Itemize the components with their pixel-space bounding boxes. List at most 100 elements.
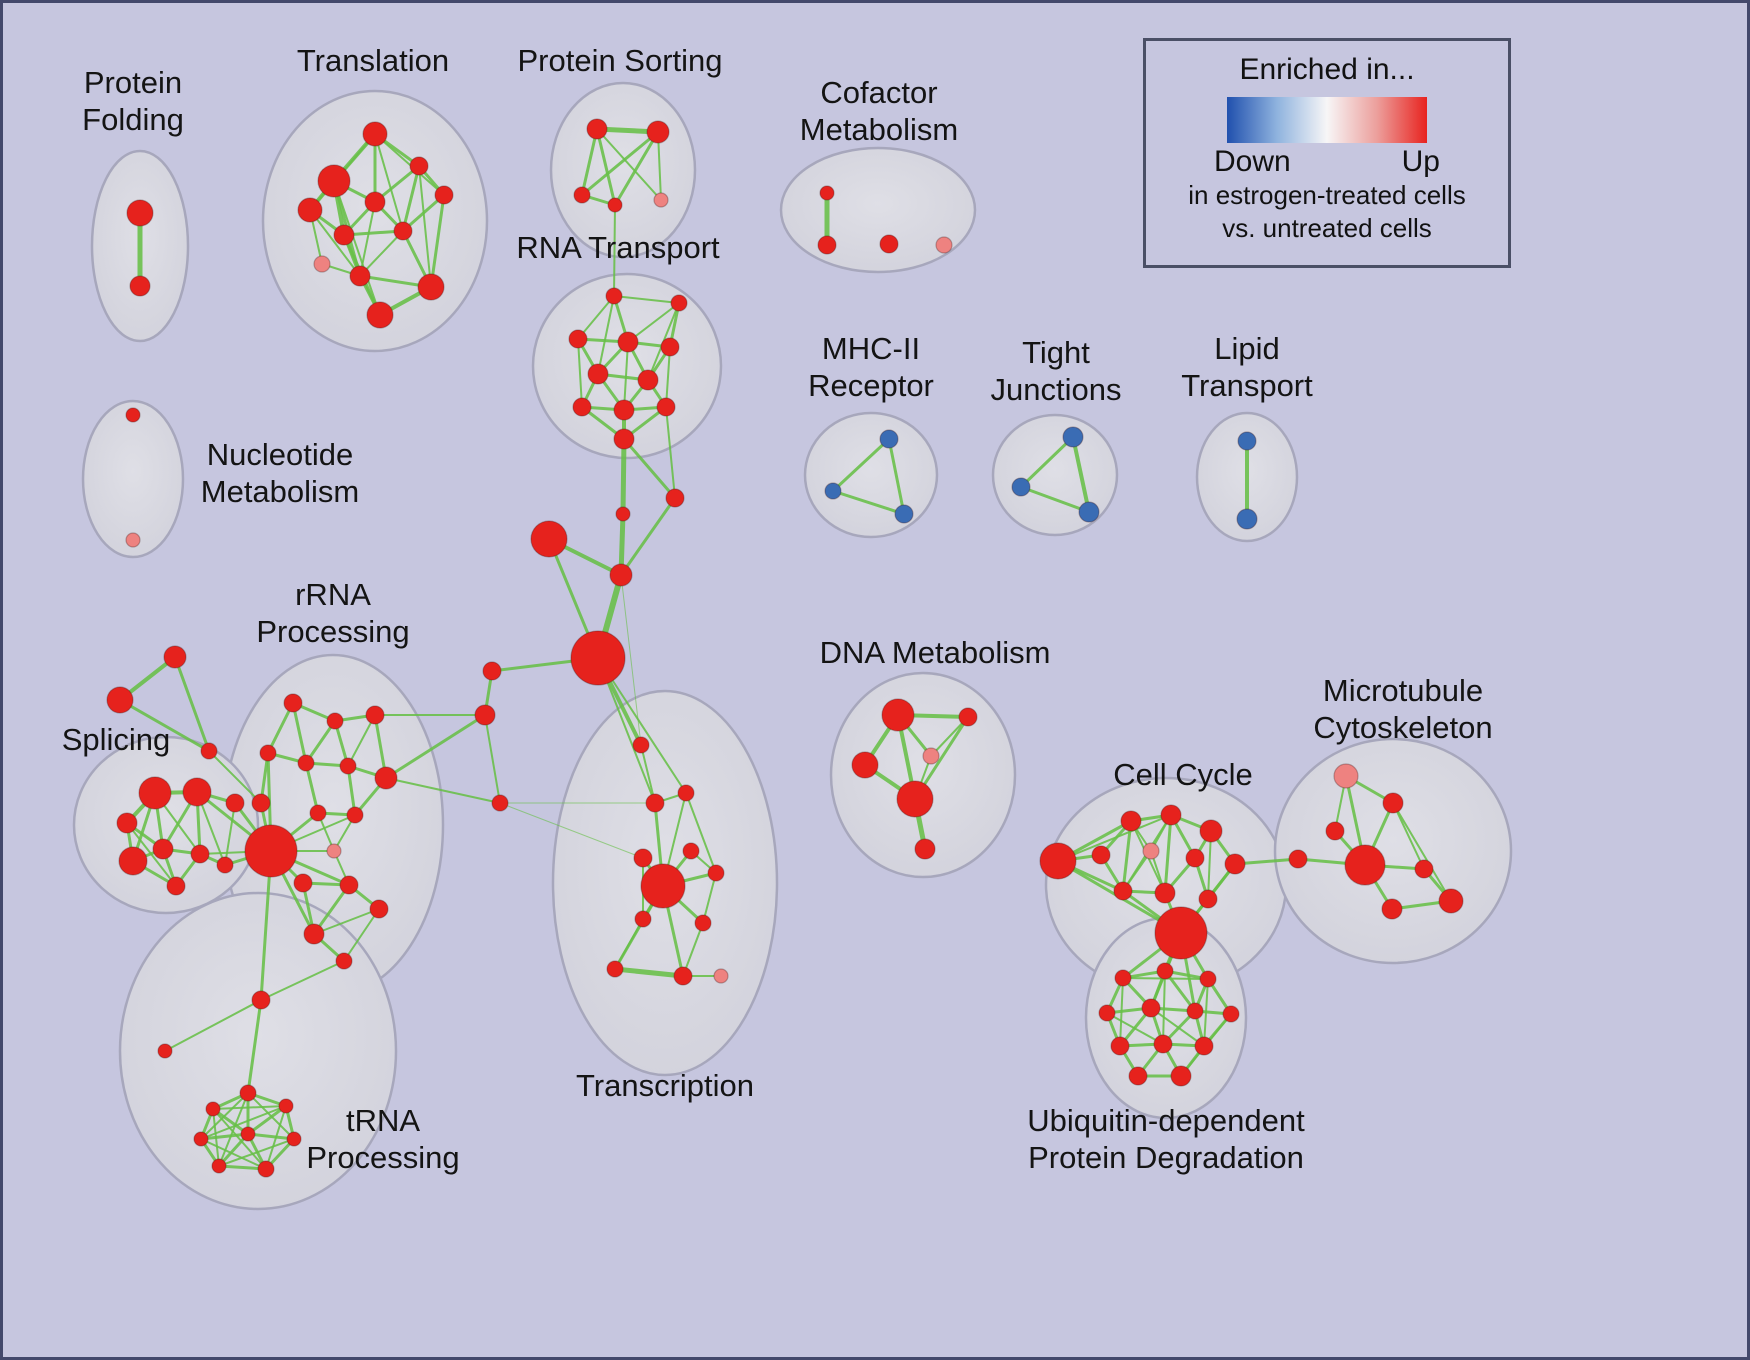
network-edge-rr18-tp3 [246, 998, 263, 1095]
cluster-ellipse-microtubule-cytoskeleton [1273, 737, 1513, 965]
network-node-tx2 [645, 793, 665, 813]
network-edge-tra-trc [173, 655, 211, 753]
network-edge-tn3-tn10 [309, 209, 361, 277]
network-node-cc1 [1039, 842, 1077, 880]
network-edge-rr2-rr5 [304, 719, 337, 765]
network-node-pf1 [126, 199, 154, 227]
network-node-ps1 [586, 118, 608, 140]
cluster-label-rna-transport: RNA Transport [516, 230, 720, 265]
network-node-rr16 [303, 923, 325, 945]
network-node-rr18 [251, 990, 271, 1010]
network-node-ub3 [1199, 970, 1217, 988]
cluster-ellipse-nucleotide-metabolism [81, 399, 185, 559]
network-edge-tp5-tp6 [200, 1105, 287, 1140]
network-node-tp10 [257, 1160, 275, 1178]
cluster-ellipse-mhc-ii-receptor [803, 411, 939, 539]
network-node-lt2 [1236, 508, 1258, 530]
network-edge-tp5-tp7 [246, 1104, 288, 1136]
network-edge-ps1-ps4 [595, 127, 617, 207]
cluster-label-dna-metabolism: DNA Metabolism [820, 635, 1051, 670]
network-edge-mc2-mc8 [1392, 802, 1452, 902]
cluster-label-nucleotide-metabolism: Metabolism [201, 474, 360, 509]
network-node-tx8 [634, 910, 652, 928]
network-node-tx7 [707, 864, 725, 882]
network-edge-rr6-rr11 [346, 764, 357, 817]
network-node-cc11 [1198, 889, 1218, 909]
network-edge-tx9-tx11 [682, 922, 704, 977]
network-node-trc [200, 742, 218, 760]
network-node-ub2 [1156, 962, 1174, 980]
network-edge-tp4-tp10 [212, 1108, 267, 1170]
network-edge-h1-rt10 [665, 406, 676, 499]
cluster-label-lipid-transport: Transport [1181, 368, 1313, 403]
cluster-ellipse-splicing [72, 735, 260, 915]
cluster-label-mhc-ii-receptor: MHC-II [822, 331, 920, 366]
network-edge-rt1-rt6 [597, 295, 615, 375]
network-node-mc2 [1382, 792, 1404, 814]
cluster-label-tight-junctions: Tight [1022, 335, 1090, 370]
network-node-tp8 [286, 1131, 302, 1147]
network-node-dm3 [851, 751, 879, 779]
network-edge-tn8-tn10 [359, 230, 404, 277]
network-node-mc7 [1381, 898, 1403, 920]
network-edge-ps2-ps5 [657, 131, 662, 201]
network-node-dm5 [896, 780, 934, 818]
network-edge-rt2-rt4 [627, 302, 680, 343]
network-node-cm1 [819, 185, 835, 201]
network-edge-rr5-rr10 [304, 761, 320, 815]
network-node-tn4 [409, 156, 429, 176]
network-edge-tp8-tp9 [218, 1138, 295, 1167]
network-node-rt7 [637, 369, 659, 391]
network-edge-rt5-rt10 [665, 346, 671, 408]
network-edge-h8-rr7 [385, 777, 501, 804]
network-node-tx3 [677, 784, 695, 802]
network-node-mh3 [894, 504, 914, 524]
cluster-label-ubiquitin-protein-degradation: Protein Degradation [1028, 1140, 1304, 1175]
network-node-tp2 [157, 1043, 173, 1059]
network-edge-ps4-rt1 [613, 204, 616, 297]
network-node-ub7 [1222, 1005, 1240, 1023]
network-node-h5 [570, 630, 626, 686]
network-node-tn10 [349, 265, 371, 287]
network-edge-h7-h8 [484, 714, 501, 804]
network-node-cc7 [1185, 848, 1205, 868]
network-node-rr3 [365, 705, 385, 725]
network-node-ps5 [653, 192, 669, 208]
network-node-tx10 [606, 960, 624, 978]
network-edge-rr14-rr16 [312, 883, 351, 936]
network-edge-rr3-rr6 [347, 714, 376, 767]
network-node-rr13 [293, 873, 313, 893]
network-node-ps4 [607, 197, 623, 213]
network-node-nm2 [125, 532, 141, 548]
network-edge-ub2-ub6 [1163, 969, 1197, 1013]
network-node-mc3 [1325, 821, 1345, 841]
cluster-label-cell-cycle: Cell Cycle [1113, 757, 1253, 792]
network-edge-rr15-rr17 [343, 908, 380, 962]
network-node-sp1 [138, 776, 172, 810]
network-node-rr2 [326, 712, 344, 730]
network-edge-tj2-tj3 [1019, 485, 1091, 514]
network-node-sp9 [216, 856, 234, 874]
network-node-h2 [615, 506, 631, 522]
legend-up-label: Up [1401, 145, 1440, 178]
network-node-sp3 [116, 812, 138, 834]
cluster-label-trna-processing: Processing [306, 1140, 459, 1175]
network-node-mc4 [1288, 849, 1308, 869]
cluster-label-cofactor-metabolism: Cofactor [820, 75, 937, 110]
network-edge-ps1-ps5 [596, 128, 662, 201]
cluster-label-protein-folding: Folding [82, 102, 184, 137]
network-node-h8 [491, 794, 509, 812]
network-node-cm3 [879, 234, 899, 254]
network-node-tp9 [211, 1158, 227, 1174]
network-edge-h8-tx4 [499, 802, 644, 859]
network-node-rr7 [374, 766, 398, 790]
network-edge-tx3-tx7 [685, 792, 717, 874]
network-node-dm1 [881, 698, 915, 732]
network-node-ub8 [1110, 1036, 1130, 1056]
network-edge-cc2-cc9 [1121, 819, 1133, 893]
network-node-h6 [482, 661, 502, 681]
network-node-sp6 [118, 846, 148, 876]
network-node-tn8 [393, 221, 413, 241]
network-edge-tp4-tp7 [211, 1107, 250, 1136]
